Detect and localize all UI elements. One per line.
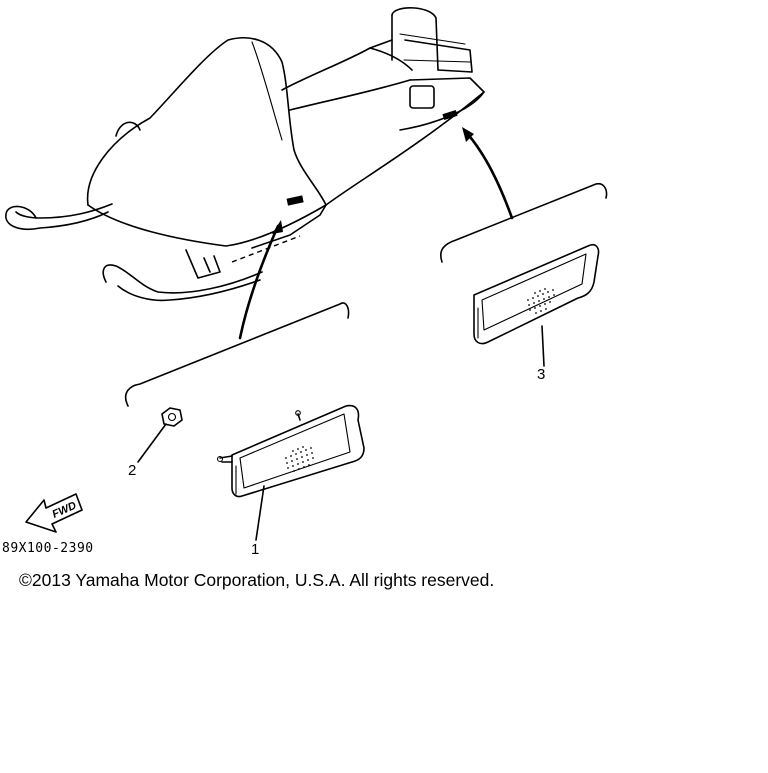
leader-arrows xyxy=(238,127,514,340)
callout-label-3: 3 xyxy=(537,366,546,383)
snowmobile-illustration xyxy=(5,7,485,302)
callout-leaders xyxy=(137,325,545,541)
copyright-notice: ©2013 Yamaha Motor Corporation, U.S.A. A… xyxy=(19,570,495,590)
group-brackets xyxy=(124,182,608,407)
reflector-1 xyxy=(216,404,365,498)
callout-label-2: 2 xyxy=(128,462,137,479)
callout-label-1: 1 xyxy=(251,541,260,558)
reflector-3 xyxy=(473,243,600,345)
drawing-code: 89X100-2390 xyxy=(2,541,94,556)
nut-2 xyxy=(161,407,183,427)
fwd-arrow-icon: FWD xyxy=(25,493,83,533)
